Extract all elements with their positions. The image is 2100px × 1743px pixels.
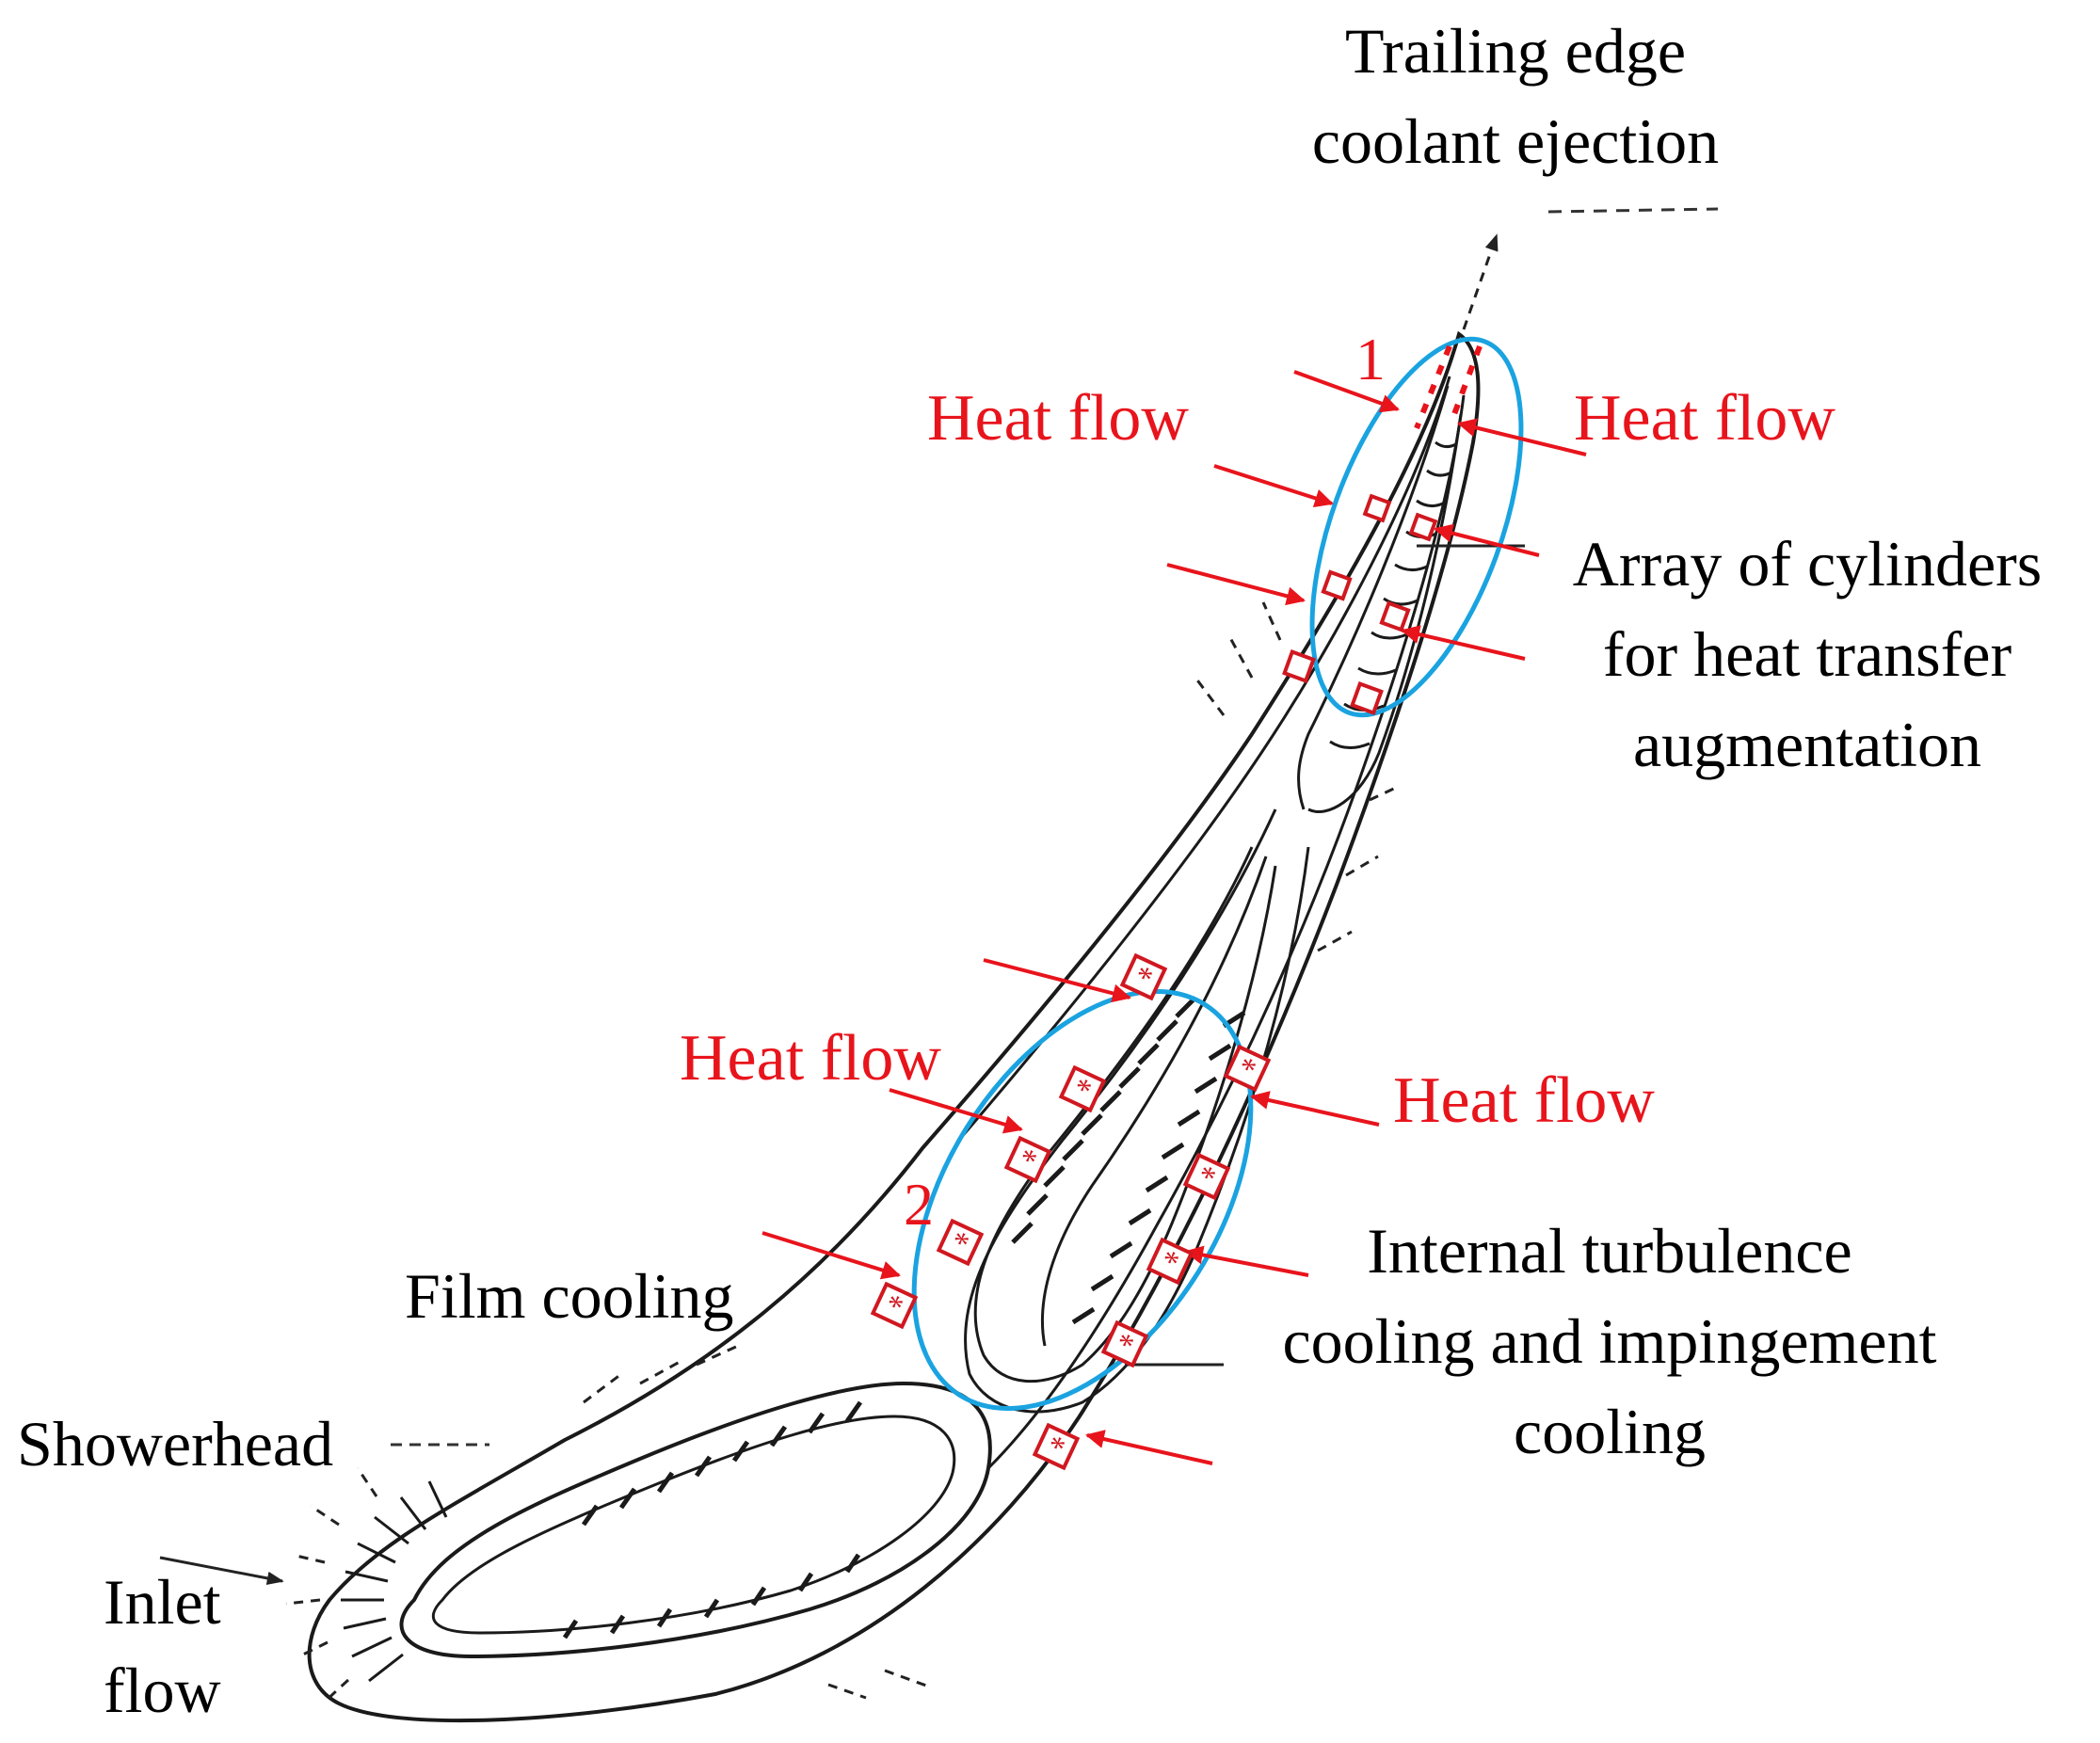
- inlet-line2: flow: [104, 1655, 221, 1726]
- heat-arrows-region-1: [1166, 370, 1587, 661]
- asterisk-square-icon: [1379, 600, 1411, 632]
- serpentine-divider: [1041, 856, 1268, 1347]
- trailing-edge-ejection-arrow: [1462, 233, 1499, 330]
- trailing-edge-label: Trailing edge coolant ejection: [1261, 19, 1770, 173]
- asterisk-square-icon: *: [870, 1281, 919, 1330]
- asterisk-square-icon: *: [1032, 1422, 1081, 1471]
- heat-flow-label-4: Heat flow: [1393, 1064, 1655, 1137]
- blade-inner-wall-pressure: [958, 376, 1451, 1140]
- rib-turbulators-leading: [562, 1400, 863, 1639]
- heat-arrow: [1085, 1430, 1213, 1465]
- leading-edge-cavity: [399, 1381, 992, 1659]
- array-line2: for heat transfer: [1602, 618, 2012, 690]
- internal-line2: cooling and impingement: [1282, 1305, 1937, 1377]
- region-number-1: 1: [1355, 326, 1386, 392]
- asterisk-square-icon: [1362, 493, 1392, 523]
- heat-arrow: [761, 1231, 901, 1280]
- asterisk-square-icon: [1282, 649, 1316, 683]
- region-1-ellipse: [1309, 336, 1524, 718]
- heat-arrow: [889, 1088, 1023, 1134]
- asterisk-square-icon: [1350, 681, 1384, 715]
- inlet-flow-arrow: [159, 1556, 284, 1586]
- heat-arrow: [1401, 625, 1526, 661]
- leading-edge-cavity-inner: [431, 1415, 956, 1635]
- inlet-flow-label: Inlet flow: [104, 1570, 221, 1722]
- asterisk-square-icon: *: [1223, 1044, 1272, 1093]
- asterisk-square-icon: [1408, 512, 1438, 542]
- region-number-2: 2: [904, 1171, 934, 1238]
- heat-arrows-region-2: [761, 958, 1380, 1465]
- heat-arrow: [1293, 370, 1400, 413]
- asterisk-square-icon: *: [1182, 1152, 1231, 1201]
- trailing-edge-line1: Trailing edge: [1344, 15, 1686, 87]
- heat-arrow: [1213, 464, 1334, 508]
- heat-arrow: [1184, 1245, 1309, 1277]
- heat-flow-label-3: Heat flow: [680, 1022, 941, 1095]
- cylinder-array: [1329, 440, 1457, 749]
- asterisk-square-icon: *: [1003, 1135, 1052, 1184]
- asterisk-square-icon: *: [1119, 952, 1168, 1001]
- trailing-edge-line2: coolant ejection: [1311, 105, 1720, 177]
- heat-arrow: [1166, 563, 1306, 606]
- asterisk-square-icon: *: [936, 1218, 985, 1267]
- asterisk-square-icon: *: [1146, 1237, 1194, 1286]
- asterisk-square-icon: *: [1100, 1319, 1149, 1368]
- inlet-line1: Inlet: [104, 1566, 221, 1638]
- trailing-edge-channel-left: [1297, 385, 1450, 810]
- trailing-edge-channel-right: [1307, 413, 1463, 813]
- asterisk-square-icon: *: [1058, 1064, 1107, 1113]
- showerhead-arrows: [285, 1467, 378, 1704]
- array-line1: Array of cylinders: [1572, 528, 2043, 600]
- showerhead-holes: [341, 1480, 448, 1683]
- blade-inner-wall-suction: [986, 394, 1466, 1470]
- heat-arrow: [983, 958, 1131, 1003]
- heat-arrow: [1457, 418, 1587, 456]
- heat-flow-label-1: Heat flow: [927, 382, 1189, 455]
- blade-outer-profile: [307, 330, 1481, 1723]
- region-2-ellipse: [911, 988, 1254, 1412]
- array-line3: augmentation: [1632, 709, 1982, 780]
- heat-flow-label-2: Heat flow: [1574, 382, 1835, 455]
- region-1-dotted-line-left: [1414, 344, 1452, 430]
- heat-arrow: [1250, 1091, 1380, 1127]
- array-of-cylinders-label: Array of cylinders for heat transfer aug…: [1525, 532, 2090, 776]
- showerhead-label: Showerhead: [17, 1408, 334, 1479]
- trailing-edge-dashes: [1547, 207, 1719, 214]
- film-cooling-arrows: [583, 601, 1399, 1700]
- measurement-markers: **********: [870, 493, 1438, 1471]
- film-cooling-label: Film cooling: [405, 1260, 734, 1332]
- internal-cooling-label: Internal turbulence cooling and impingem…: [1205, 1219, 2014, 1463]
- asterisk-square-icon: [1321, 569, 1353, 601]
- serpentine-channel-inner: [973, 846, 1277, 1383]
- internal-line3: cooling: [1514, 1396, 1706, 1467]
- internal-line1: Internal turbulence: [1367, 1215, 1852, 1287]
- heat-arrow: [1434, 523, 1540, 557]
